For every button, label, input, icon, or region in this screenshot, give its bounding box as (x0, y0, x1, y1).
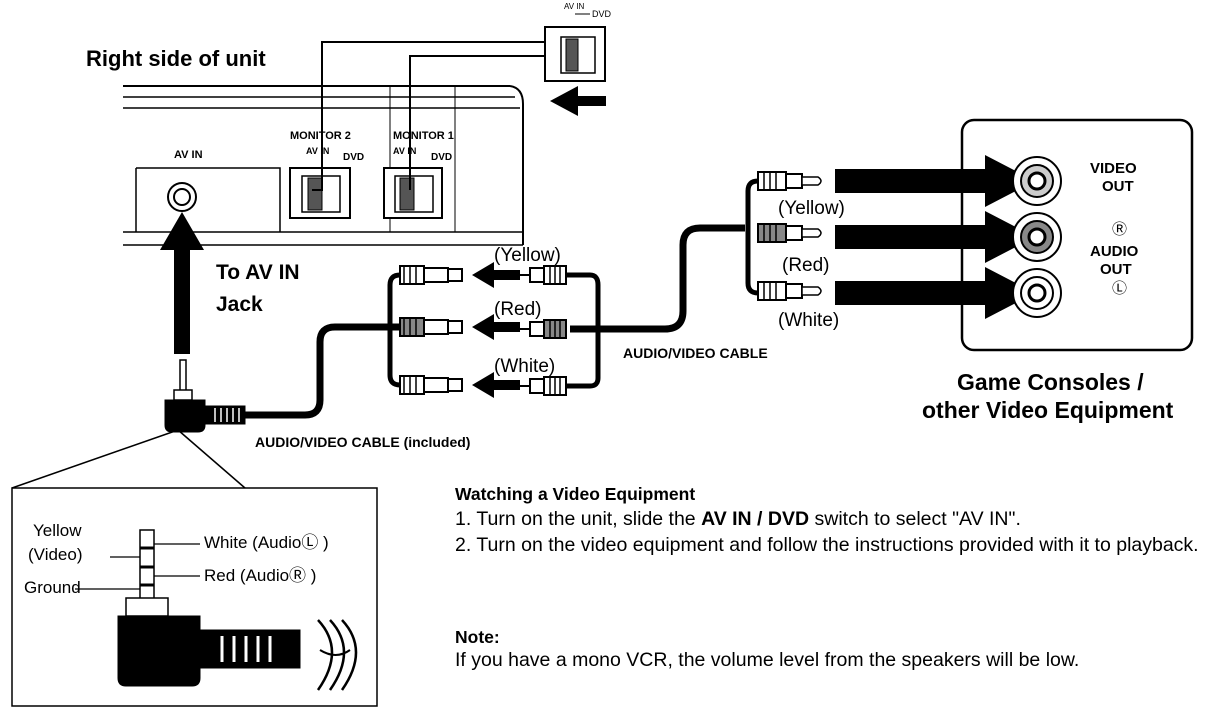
slide-arrow (550, 86, 606, 116)
step1-text-b: switch to select "AV IN". (809, 508, 1021, 530)
step1-text-a: 1. Turn on the unit, slide the (455, 508, 702, 530)
mini-plug (164, 359, 246, 433)
equipment-arrows (835, 155, 1035, 319)
av-in-jack (167, 182, 197, 212)
plugs-middle (520, 265, 567, 396)
switch-callout-lines (312, 41, 545, 191)
cable-branch-left (387, 272, 401, 388)
to-av-in-line1: To AV IN (216, 261, 300, 284)
unit-title: Right side of unit (86, 46, 266, 71)
mid-white-label: (White) (494, 356, 556, 377)
equipment-caption-2: other Video Equipment (922, 397, 1174, 423)
equipment-caption-1: Game Consoles / (957, 369, 1144, 395)
mid-red-label: (Red) (494, 299, 542, 320)
instructions-step1: 1. Turn on the unit, slide the AV IN / D… (455, 507, 1021, 532)
video-out-line1: VIDEO (1090, 160, 1137, 177)
note-text: If you have a mono VCR, the volume level… (455, 649, 1080, 671)
audio-out-line2: OUT (1100, 261, 1132, 278)
av-cable-label: AUDIO/VIDEO CABLE (623, 345, 768, 361)
zoom-switch (544, 13, 606, 82)
to-av-in-arrow (160, 212, 204, 354)
instructions-heading: Watching a Video Equipment (455, 484, 696, 504)
far-red-label: (Red) (782, 255, 830, 276)
inset-leader-lines (75, 543, 200, 590)
inset-video: (Video) (28, 545, 83, 564)
inset-white: White (AudioⓁ ) (204, 533, 329, 552)
monitor1-switch-av: AV IN (393, 146, 417, 156)
mid-plug-yellow (520, 265, 567, 285)
video-out-line2: OUT (1102, 178, 1134, 195)
instructions-step2: 2. Turn on the video equipment and follo… (455, 534, 1199, 556)
av-cable-main (245, 323, 400, 419)
monitor1-switch-dvd: DVD (431, 152, 453, 163)
inset-zoom (11, 429, 378, 707)
arrow-yellow (472, 262, 520, 288)
arrow-red (472, 314, 520, 340)
mid-plug-white (520, 376, 567, 396)
monitor2-switch-av: AV IN (306, 146, 330, 156)
far-white-label: (White) (778, 310, 840, 331)
av-cable-included-label: AUDIO/VIDEO CABLE (included) (255, 434, 471, 450)
left-plug-red (399, 317, 463, 337)
cable-branch-equipment (745, 178, 759, 296)
arrow-white (472, 372, 520, 398)
inset-ground: Ground (24, 578, 81, 597)
far-yellow-label: (Yellow) (778, 198, 845, 219)
equipment-panel (960, 118, 1194, 352)
av-cable-equipment (570, 224, 745, 333)
far-plug-yellow (757, 171, 822, 191)
monitor2-label: MONITOR 2 (290, 130, 351, 142)
step1-switch-name: AV IN / DVD (701, 508, 810, 530)
left-plug-yellow (399, 265, 463, 285)
audio-l-jack (1012, 268, 1062, 318)
plugs-equipment (757, 171, 822, 301)
monitor2-switch (289, 167, 351, 219)
zoom-switch-av: AV IN (564, 2, 585, 11)
mid-yellow-label: (Yellow) (494, 245, 561, 266)
far-plug-white (757, 281, 822, 301)
monitor1-label: MONITOR 1 (393, 130, 454, 142)
audio-r-symbol: Ⓡ (1112, 221, 1128, 238)
audio-out-line1: AUDIO (1090, 243, 1139, 260)
video-out-jack (1012, 156, 1062, 206)
far-plug-red (757, 223, 822, 243)
left-plug-white (399, 375, 463, 395)
plug-arrows (472, 262, 520, 398)
mid-plug-red (520, 319, 567, 339)
monitor1-switch (383, 167, 443, 219)
monitor2-switch-dvd: DVD (343, 152, 365, 163)
plugs-left (399, 265, 463, 395)
inset-plug (117, 529, 358, 691)
inset-yellow: Yellow (33, 521, 82, 540)
audio-l-symbol: Ⓛ (1112, 280, 1128, 297)
inset-red: Red (AudioⓇ ) (204, 566, 317, 585)
note-heading: Note: (455, 627, 500, 647)
av-in-label: AV IN (174, 149, 203, 161)
audio-r-jack (1012, 212, 1062, 262)
to-av-in-line2: Jack (216, 293, 263, 316)
zoom-switch-dvd: DVD (592, 9, 612, 19)
